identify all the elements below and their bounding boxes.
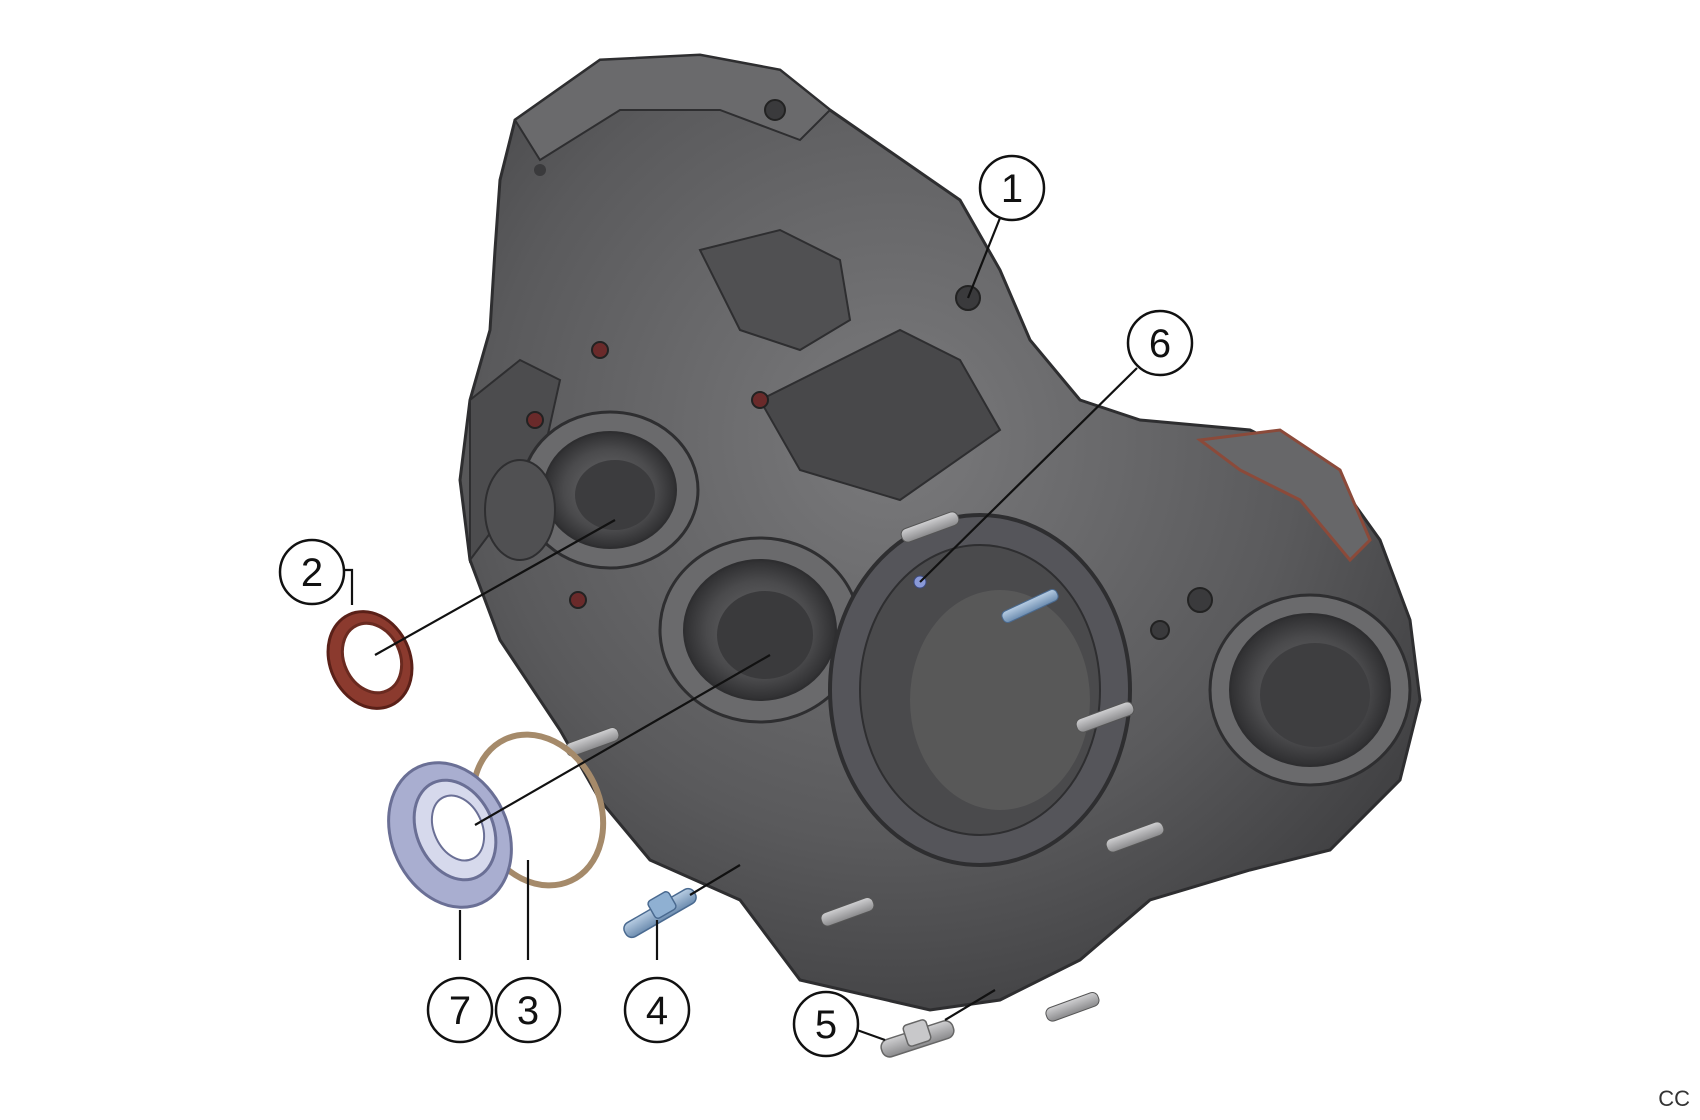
- housing-top-flange: [513, 53, 832, 162]
- callout-label-1: 1: [1001, 167, 1023, 211]
- callout-6: 6: [1126, 309, 1194, 377]
- callout-label-6: 6: [1149, 322, 1171, 366]
- lower-bearing-bore: [658, 536, 862, 724]
- leader-line-4b: [689, 864, 741, 896]
- callout-label-3: 3: [517, 989, 539, 1033]
- shaft-seal: [326, 610, 414, 710]
- leader-line-2b: [374, 519, 616, 656]
- callout-circle-1: [978, 154, 1046, 222]
- callout-7: 7: [426, 976, 494, 1044]
- left-lower-bore: [484, 459, 556, 561]
- callout-5: 5: [792, 990, 860, 1058]
- leader-line-2: [345, 568, 354, 605]
- callout-2: 2: [278, 538, 346, 606]
- callout-1: 1: [978, 154, 1046, 222]
- large-flange-ring: [828, 513, 1132, 867]
- callout-circle-2: [278, 538, 346, 606]
- leader-line-5b: [944, 989, 996, 1021]
- dowel-pin: [623, 887, 697, 939]
- corner-code: CC: [1658, 1086, 1690, 1111]
- callout-label-2: 2: [301, 551, 323, 595]
- callout-circle-7: [426, 976, 494, 1044]
- bolt-holes: [526, 99, 1213, 640]
- callout-circle-3: [494, 976, 562, 1044]
- callout-circle-4: [623, 976, 691, 1044]
- transmission-housing: [458, 53, 1422, 1022]
- callout-circle-5: [792, 990, 860, 1058]
- dowel-sleeve: [880, 1019, 955, 1058]
- callout-label-5: 5: [815, 1003, 837, 1047]
- roller-bearing: [387, 761, 513, 909]
- leader-line-5: [856, 1028, 886, 1042]
- callout-label-7: 7: [449, 989, 471, 1033]
- leader-line-3b: [474, 654, 771, 826]
- leader-lines: [345, 217, 1138, 1042]
- callout-4: 4: [623, 976, 691, 1044]
- callout-label-4: 4: [646, 989, 668, 1033]
- housing-diagonal-web: [758, 328, 1002, 502]
- callout-circle-6: [1126, 309, 1194, 377]
- housing-right-rim: [1196, 428, 1372, 563]
- housing-upper-pocket: [698, 228, 852, 352]
- leader-line-1: [966, 217, 1002, 299]
- leader-line-6: [919, 367, 1138, 583]
- right-outlet-bore: [1208, 593, 1412, 787]
- callout-3: 3: [494, 976, 562, 1044]
